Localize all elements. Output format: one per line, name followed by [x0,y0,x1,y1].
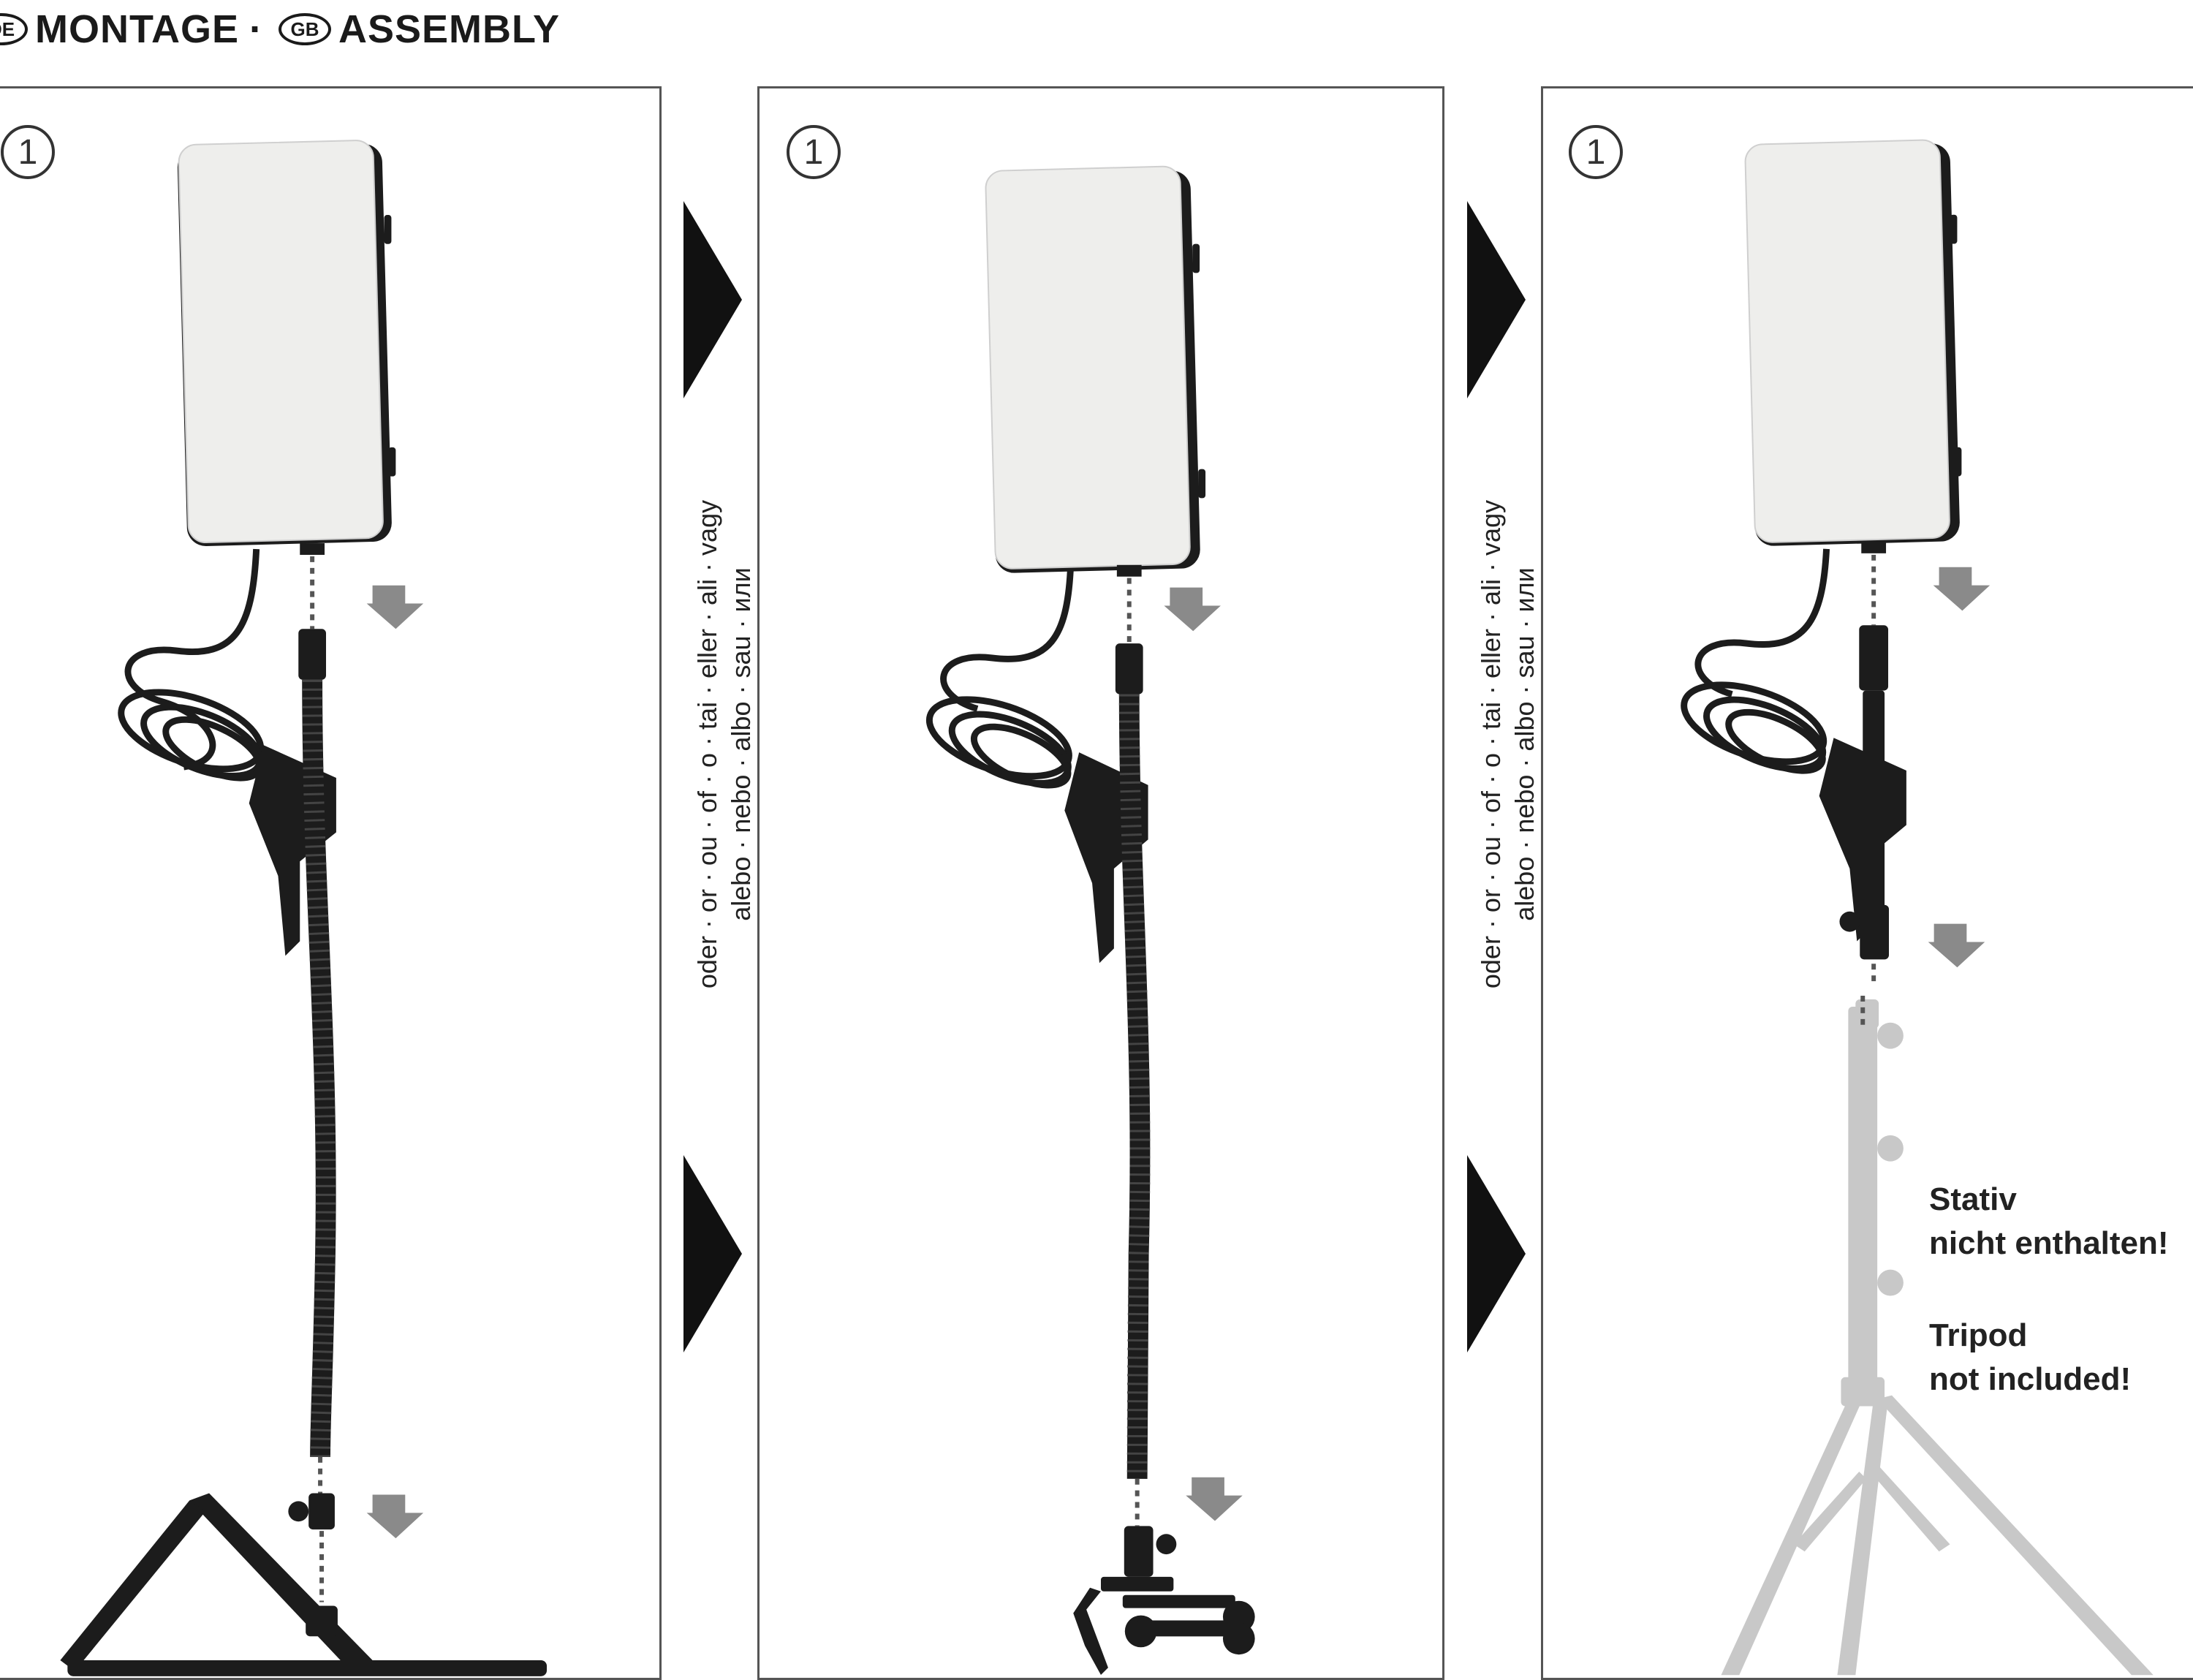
down-arrow-icon [1928,923,1985,968]
down-arrow-icon [366,585,424,629]
next-arrow-icon [1467,1155,1526,1352]
light-panel-icon [985,165,1206,573]
step-number-circle: 1 [1,125,55,179]
tripod-illustration [1681,139,2154,1676]
step-number-circle: 1 [1569,125,1623,179]
title-en: ASSEMBLY [338,7,561,51]
light-panel-icon [1744,139,1962,546]
language-badge-de: DE [0,13,28,45]
down-arrow-icon [1933,567,1991,611]
next-arrow-icon [683,201,742,398]
step-number-circle: 1 [787,125,841,179]
alternative-separator-text: oder · or · ou · of · o · tai · eller · … [1476,499,1539,989]
header: DE MONTAGE · GB ASSEMBLY [0,0,560,58]
table-clamp-illustration [925,165,1255,1676]
cable-coil-icon [118,548,265,782]
cable-coil-icon [1681,548,1830,774]
panel-desk-stand: 1 [0,86,662,1680]
language-badge-gb: GB [278,13,331,45]
title-separator: · [249,7,262,51]
down-arrow-icon [1186,1477,1243,1521]
panel-table-clamp: 1 [757,86,1444,1680]
table-clamp-icon [1073,1526,1255,1676]
tripod-note-en: Tripod not included! [1929,1317,2132,1397]
panel-tripod: 1 [1541,86,2193,1680]
next-arrow-icon [683,1155,742,1352]
alternative-separator-text: oder · or · ou · of · o · tai · eller · … [692,499,756,989]
tripod-note-de: Stativ nicht enthalten! [1929,1181,2169,1261]
down-arrow-icon [366,1494,424,1539]
cable-coil-icon [925,570,1074,789]
down-arrow-icon [1164,587,1221,632]
desk-stand-illustration [60,140,548,1676]
light-panel-icon [177,140,396,546]
title-de: MONTAGE [35,7,239,51]
next-arrow-icon [1467,201,1526,398]
desk-stand-icon [60,1493,548,1676]
tripod-icon [1721,999,2154,1676]
